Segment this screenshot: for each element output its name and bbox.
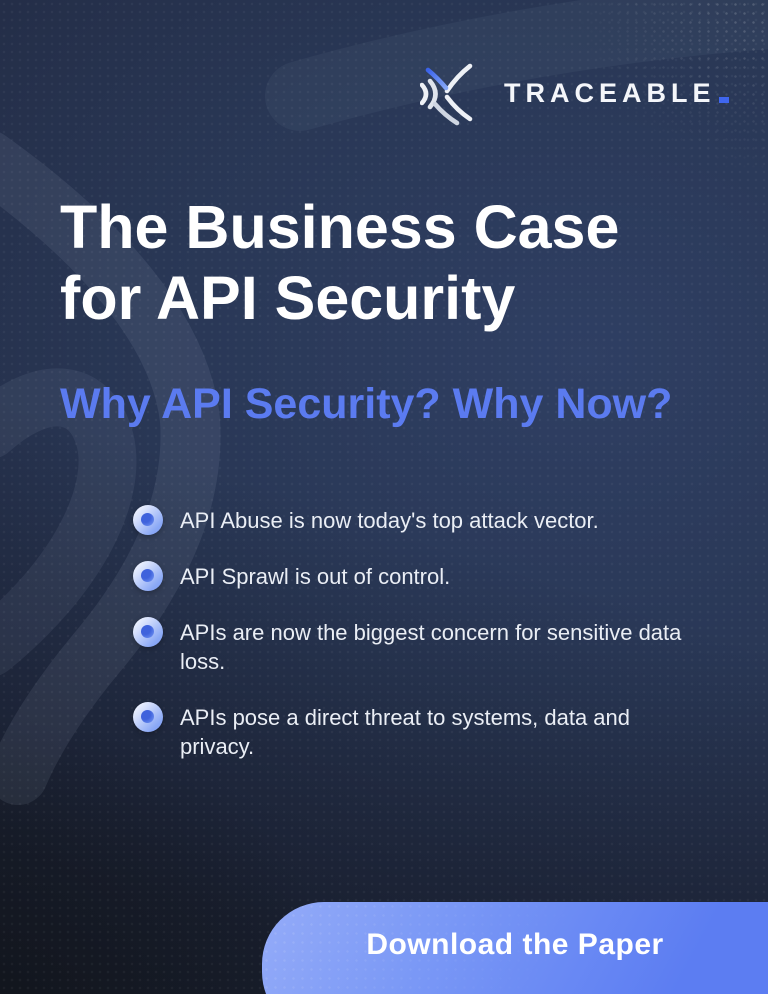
traceable-logo: TRACEABLE [420, 58, 729, 128]
sphere-bullet-icon [133, 561, 163, 591]
bullet-item: API Sprawl is out of control. [133, 561, 693, 591]
logo-cursor-block [718, 97, 729, 103]
download-paper-button[interactable]: Download the Paper [262, 902, 768, 994]
bullet-item: API Abuse is now today's top attack vect… [133, 505, 693, 535]
title-line-2: for API Security [60, 264, 516, 333]
bullet-text: API Abuse is now today's top attack vect… [180, 508, 599, 533]
bullet-list: API Abuse is now today's top attack vect… [133, 505, 693, 787]
traceable-logo-icon [420, 63, 473, 126]
subtitle: Why API Security? Why Now? [60, 380, 673, 428]
bullet-text: API Sprawl is out of control. [180, 564, 451, 589]
bullet-text: APIs are now the biggest concern for sen… [180, 620, 682, 674]
sphere-bullet-icon [133, 702, 163, 732]
logo-wordmark: TRACEABLE [504, 77, 716, 108]
sphere-bullet-icon [133, 505, 163, 535]
bullet-text: APIs pose a direct threat to systems, da… [180, 705, 631, 759]
download-paper-button-label: Download the Paper [366, 928, 664, 961]
title-line-1: The Business Case [60, 193, 620, 261]
bullet-item: APIs pose a direct threat to systems, da… [133, 702, 693, 761]
sphere-bullet-icon [133, 617, 163, 647]
bullet-item: APIs are now the biggest concern for sen… [133, 617, 693, 676]
